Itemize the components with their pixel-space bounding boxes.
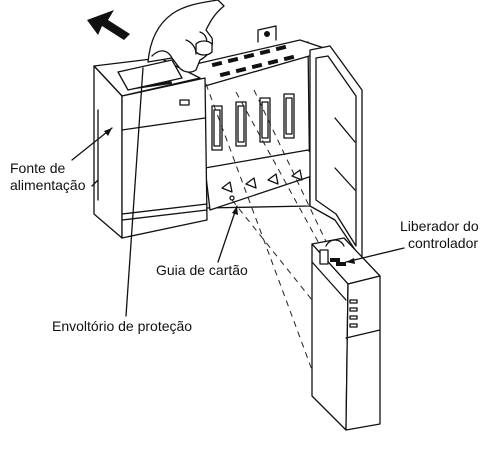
- label-power-supply-line2: alimentação: [10, 177, 86, 193]
- callout-lines: [71, 67, 405, 317]
- controller-release-latch: [319, 239, 346, 266]
- status-leds: [349, 299, 358, 328]
- insertion-guides: [205, 83, 351, 371]
- chassis-vents: [211, 44, 295, 78]
- label-controller-release-line1: Liberador do: [400, 218, 479, 234]
- controller-module: [311, 237, 381, 431]
- label-controller-release-line2: controlador: [408, 235, 479, 251]
- card-guides: [221, 169, 303, 201]
- protective-wrap: [117, 59, 183, 91]
- chassis: [169, 25, 331, 211]
- chassis-door: [309, 45, 363, 261]
- arrow-up-left-icon: [87, 10, 130, 40]
- label-card-guide: Guia de cartão: [156, 262, 248, 278]
- label-power-supply-line1: Fonte de: [10, 160, 66, 176]
- label-protective-wrap: Envoltório de proteção: [52, 318, 193, 334]
- hand-icon: [147, 0, 225, 73]
